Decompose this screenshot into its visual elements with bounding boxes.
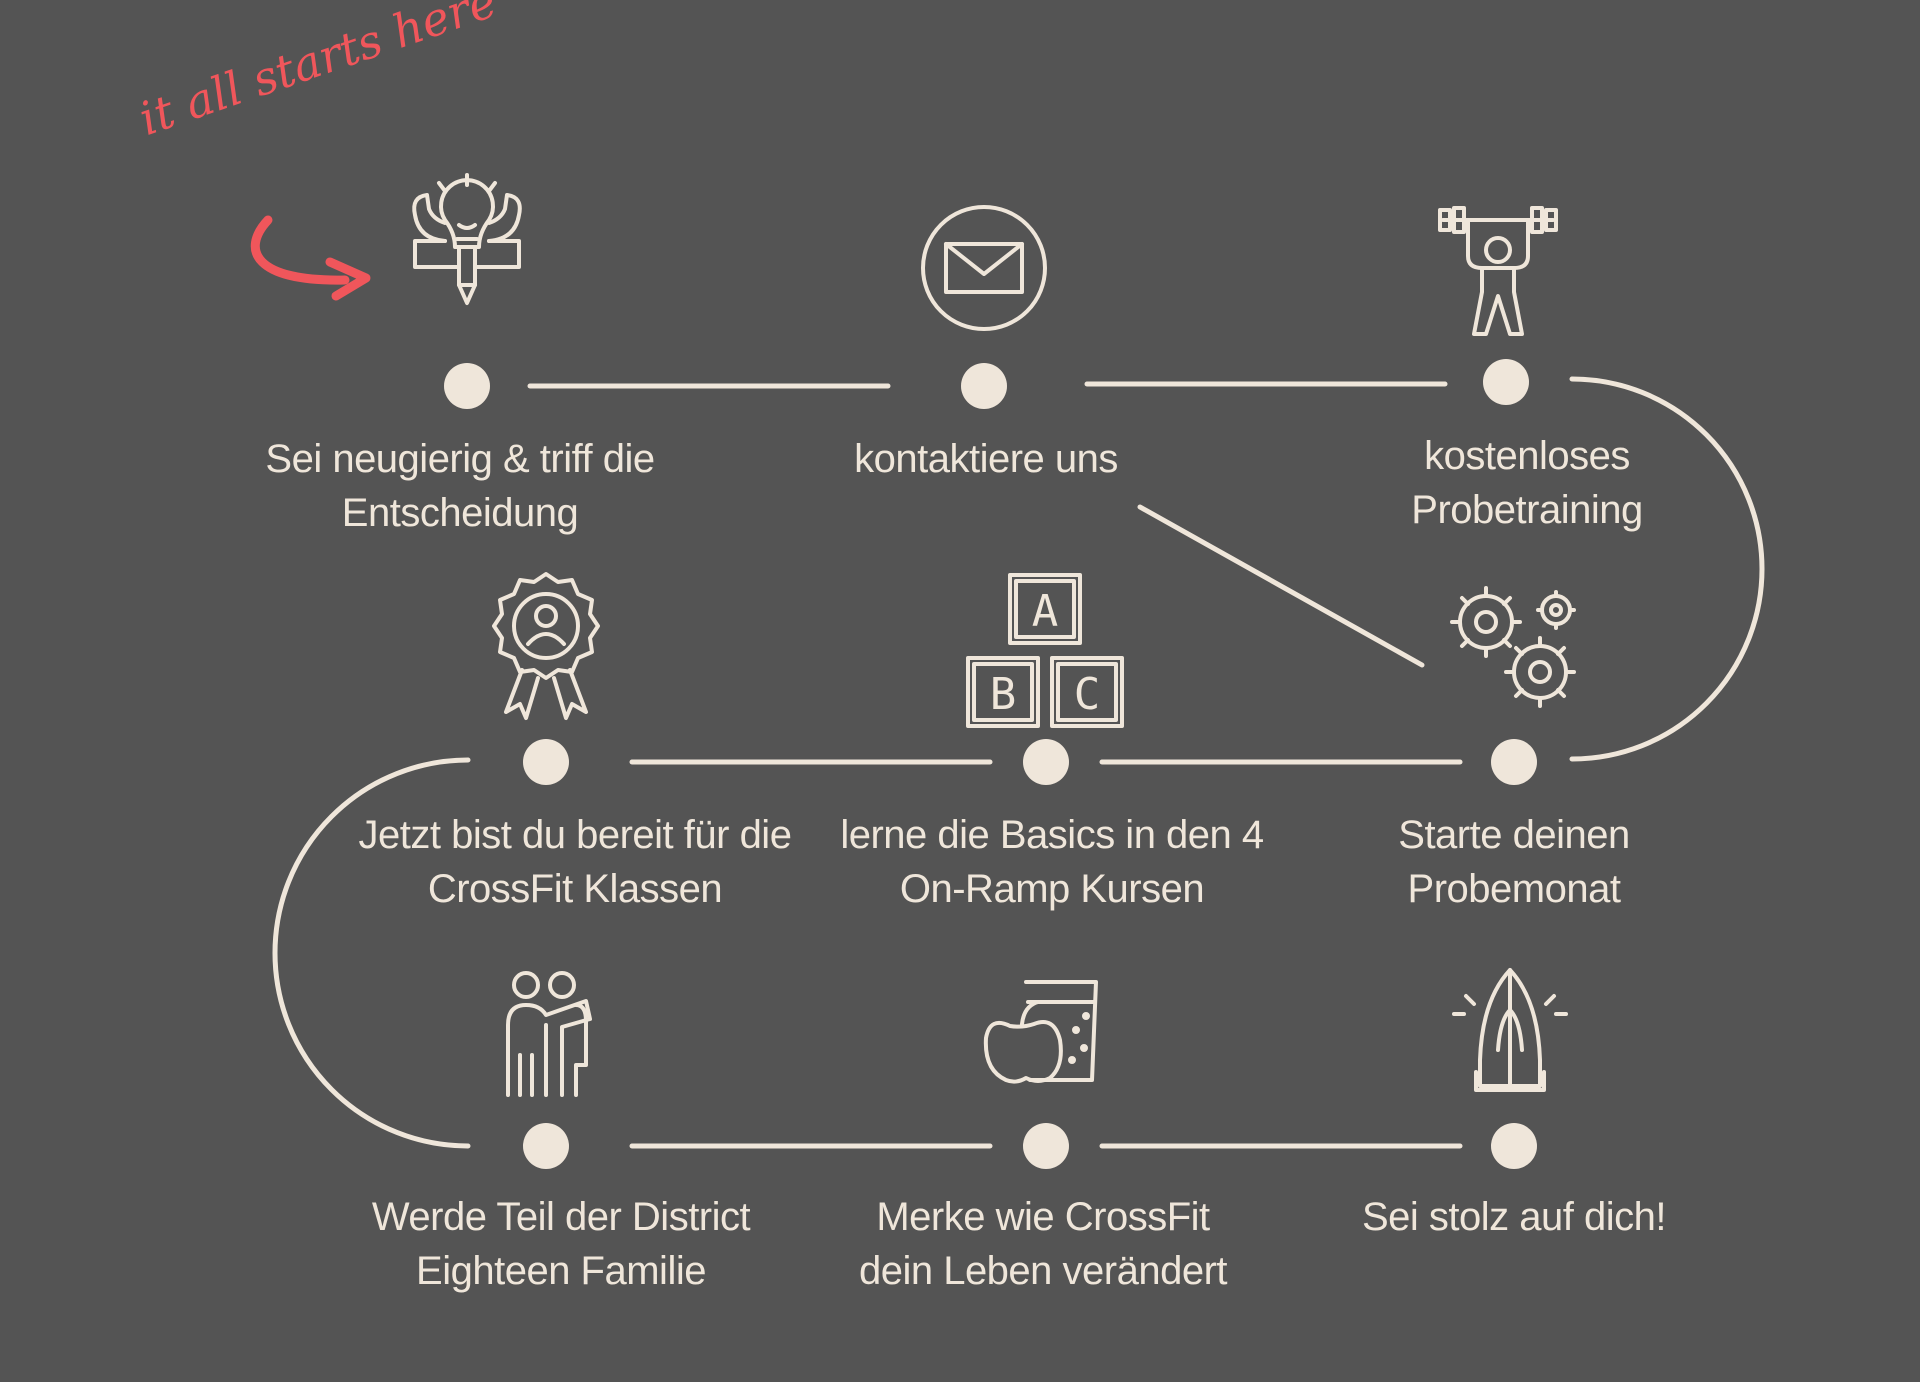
- gears-icon: [1450, 586, 1576, 708]
- node-9: [1491, 1123, 1537, 1169]
- connector-3-4-arc: [1569, 376, 1765, 762]
- node-3: [1483, 359, 1529, 405]
- node-2: [961, 363, 1007, 409]
- node-4: [1491, 739, 1537, 785]
- nodes: [444, 359, 1537, 1169]
- envelope-icon: [921, 205, 1047, 331]
- connector-diagonal: [1137, 504, 1425, 668]
- apple-juice-icon: [983, 980, 1098, 1084]
- connectors: [272, 376, 1765, 1149]
- curved-arrow-icon: [250, 215, 350, 285]
- praying-hands-icon: [1452, 968, 1568, 1092]
- block-letter-c: C: [1074, 669, 1101, 720]
- weightlifter-icon: [1438, 206, 1558, 336]
- node-1: [444, 363, 490, 409]
- step-label-9: Sei stolz auf dich!: [1362, 1195, 1667, 1239]
- node-8: [1023, 1123, 1069, 1169]
- block-letter-a: A: [1032, 586, 1059, 637]
- abc-blocks-icon: [966, 573, 1124, 728]
- connector-6-7-arc: [272, 757, 471, 1149]
- node-5: [1023, 739, 1069, 785]
- lightbulb-arms-icon: [412, 173, 522, 305]
- step-label-2: kontaktiere uns: [854, 437, 1118, 481]
- arrow-head: [325, 257, 371, 301]
- node-6: [523, 739, 569, 785]
- node-7: [523, 1123, 569, 1169]
- block-letter-b: B: [990, 669, 1017, 720]
- friends-icon: [506, 971, 592, 1097]
- award-badge-icon: [492, 572, 600, 720]
